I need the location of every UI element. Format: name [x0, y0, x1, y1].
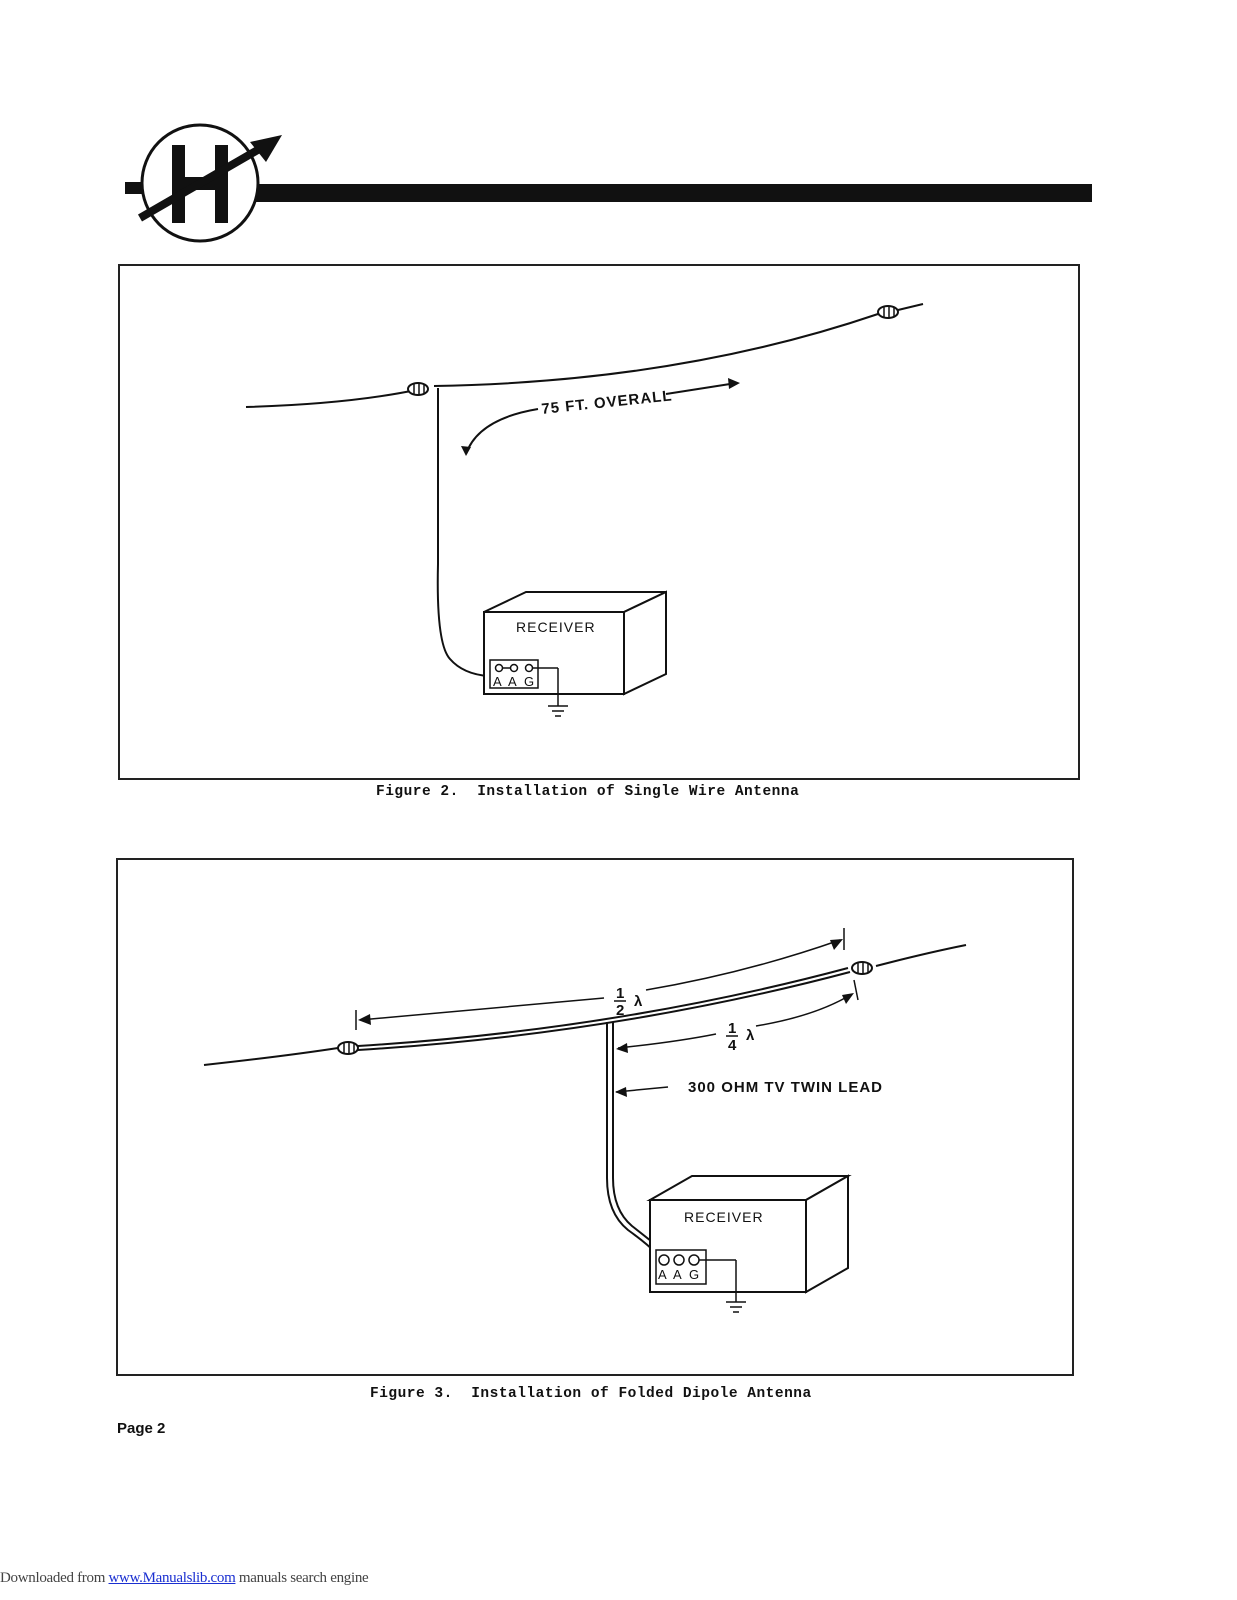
down-lead-wire: [436, 388, 489, 677]
antenna-wire-left: [245, 389, 417, 408]
manualslib-link[interactable]: www.Manualslib.com: [108, 1570, 236, 1586]
overall-length-label: 75 FT. OVERALL: [541, 387, 674, 418]
half-wave-denominator: 2: [616, 1002, 625, 1019]
insulator-icon: [877, 305, 899, 319]
download-footer: Downloaded from www.Manualslib.com manua…: [0, 1570, 369, 1587]
antenna-wire-right: [875, 944, 967, 967]
quarter-wave-lambda: λ: [746, 1027, 755, 1044]
antenna-wire-left: [203, 1047, 339, 1066]
receiver-label: RECEIVER: [684, 1209, 764, 1225]
antenna-wire-right: [897, 303, 924, 311]
ground-icon: [726, 1301, 746, 1313]
insulator-icon: [851, 961, 873, 975]
figure-2-frame: [118, 264, 1080, 780]
half-wave-dimension-left: [359, 997, 605, 1021]
overall-arrow-left: [465, 408, 539, 455]
half-wave-lambda: λ: [634, 993, 643, 1010]
receiver-label: RECEIVER: [516, 619, 596, 635]
page-number: Page 2: [117, 1420, 166, 1437]
quarter-wave-numerator: 1: [728, 1020, 737, 1037]
figure-2-caption: Figure 2. Installation of Single Wire An…: [376, 784, 800, 800]
figure-2-diagram: 75 FT. OVERALL RECEIVER A A G: [245, 303, 924, 717]
footer-prefix: Downloaded from: [0, 1570, 109, 1586]
figure-3-caption: Figure 3. Installation of Folded Dipole …: [370, 1386, 812, 1402]
heathkit-h-arrow-logo-icon: [137, 123, 282, 243]
terminal-label: G: [689, 1267, 699, 1282]
figure-3-frame: [116, 858, 1074, 1376]
insulator-icon: [337, 1041, 359, 1055]
header-banner: [125, 123, 1092, 243]
header-rule: [255, 184, 1092, 202]
quarter-wave-denominator: 4: [728, 1037, 737, 1054]
quarter-wave-dimension-left: [617, 1033, 717, 1049]
terminal-label: A: [658, 1267, 667, 1282]
receiver-box: RECEIVER A A G: [646, 1174, 852, 1302]
terminal-label: A: [673, 1267, 682, 1282]
dipole-element: [357, 967, 849, 1047]
terminal-label: G: [524, 674, 534, 689]
quarter-wave-dimension-right: [755, 993, 853, 1027]
half-wave-dimension-right: [645, 939, 841, 991]
header-rule-left: [125, 182, 145, 194]
terminal-label: A: [493, 674, 502, 689]
footer-suffix: manuals search engine: [235, 1570, 369, 1586]
antenna-wire-span: [433, 313, 879, 387]
twin-lead-wire: [606, 1022, 657, 1254]
terminal-label: A: [508, 674, 517, 689]
half-wave-numerator: 1: [616, 985, 625, 1002]
twin-lead-label: 300 OHM TV TWIN LEAD: [688, 1079, 883, 1096]
overall-arrow-right: [665, 383, 731, 395]
insulator-icon: [407, 382, 429, 396]
ground-icon: [548, 705, 568, 717]
figure-3-diagram: 1 2 λ 1 4 λ 300 OHM TV TWIN LEAD RECEIVE…: [203, 928, 967, 1313]
receiver-box: RECEIVER A A G: [483, 590, 667, 706]
